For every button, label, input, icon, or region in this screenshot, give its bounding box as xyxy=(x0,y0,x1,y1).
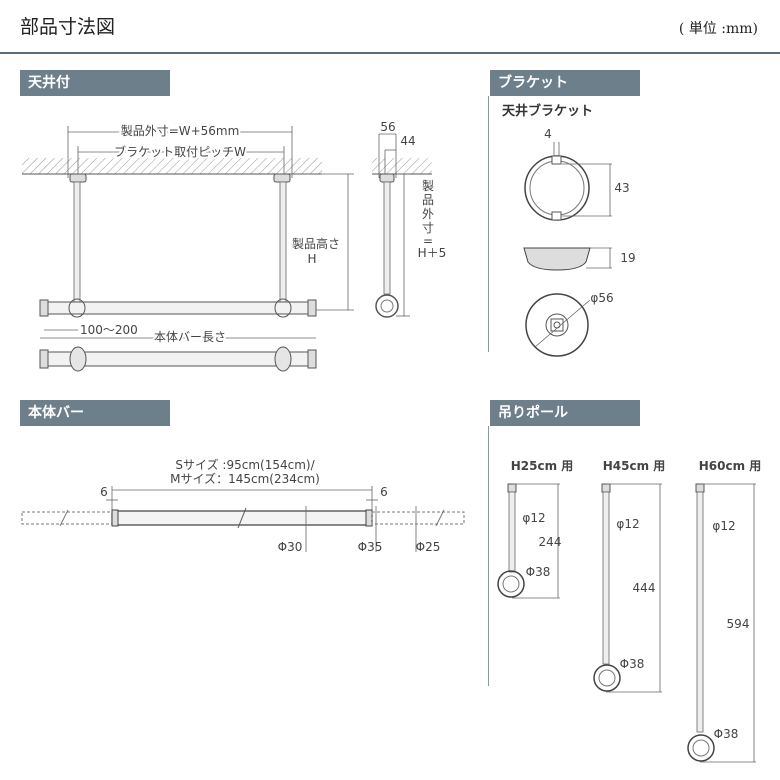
bracket-drawings: 4 43 19 φ56 xyxy=(523,127,636,357)
bar-d25: Φ25 xyxy=(416,540,441,554)
pole-h25-len: 244 xyxy=(539,535,562,549)
pitch-label: ブラケット取付ピッチW xyxy=(114,144,246,159)
pole-h25: H25cm 用 φ12 244 Φ38 xyxy=(497,459,574,599)
bar-size-s: Sサイズ :95cm(154cm)/ xyxy=(175,457,315,472)
side-vertical-3: 外 xyxy=(422,207,434,221)
bracket-dim-43: 43 xyxy=(614,181,629,195)
pole-h60-shaft: φ12 xyxy=(712,519,735,533)
pole-h25-title: H25cm 用 xyxy=(511,459,574,473)
pole-h45-title: H45cm 用 xyxy=(603,459,666,473)
height-label-1: 製品高さ xyxy=(292,236,340,251)
pole-h60-ring: Φ38 xyxy=(714,727,739,741)
page-header: 部品寸法図 ( 単位 :mm) xyxy=(0,0,780,54)
side-vertical-1: 製 xyxy=(422,179,434,193)
bracket-subtitle: 天井ブラケット xyxy=(502,104,594,119)
side-vertical-4: 寸 xyxy=(422,221,434,235)
side-56-label: 56 xyxy=(380,120,395,134)
overhang-label: 100～200 xyxy=(80,323,138,337)
ceiling-side-view: 56 44 製 品 外 寸 = H＋5 xyxy=(372,120,447,318)
unit-label: ( 単位 :mm) xyxy=(678,21,758,37)
section-pole: 吊りポール xyxy=(490,400,640,426)
pole-h45-shaft: φ12 xyxy=(616,517,639,531)
ceiling-front-view: 製品外寸=W+56mm ブラケット取付ピッチW 製品高さ H 100～200 本… xyxy=(22,122,354,372)
pole-h60-len: 594 xyxy=(727,617,750,631)
bar-d35: Φ35 xyxy=(358,540,383,554)
bar-end-left: 6 xyxy=(100,485,108,499)
bracket-dim-56: φ56 xyxy=(590,291,613,305)
page-title: 部品寸法図 xyxy=(20,16,116,38)
side-44-label: 44 xyxy=(400,134,415,148)
outer-width-label: 製品外寸=W+56mm xyxy=(121,124,240,138)
bar-d30: Φ30 xyxy=(278,540,303,554)
side-h5-label: H＋5 xyxy=(418,246,447,260)
side-vertical-5: = xyxy=(423,234,433,248)
side-vertical-2: 品 xyxy=(422,193,434,207)
pole-h60-title: H60cm 用 xyxy=(699,459,762,473)
pole-h45: H45cm 用 φ12 444 Φ38 xyxy=(593,459,666,693)
ceiling-hatch xyxy=(22,158,322,174)
pole-h60: H60cm 用 φ12 594 Φ38 xyxy=(687,459,762,763)
height-label-2: H xyxy=(307,252,316,266)
bracket-dim-4: 4 xyxy=(544,127,552,141)
bracket-dim-19: 19 xyxy=(620,251,635,265)
section-bracket: ブラケット xyxy=(490,70,640,96)
pole-h25-shaft: φ12 xyxy=(522,511,545,525)
pole-divider xyxy=(488,426,489,686)
bar-drawing: Sサイズ :95cm(154cm)/ Mサイズ：145cm(234cm) 6 6… xyxy=(21,457,465,554)
pole-h25-ring: Φ38 xyxy=(526,565,551,579)
pole-h45-ring: Φ38 xyxy=(620,657,645,671)
bar-length-label: 本体バー長さ xyxy=(154,330,226,344)
bar-end-right: 6 xyxy=(380,485,388,499)
section-ceiling: 天井付 xyxy=(20,70,170,96)
header-rule xyxy=(0,52,780,54)
bracket-divider xyxy=(488,96,489,352)
pole-h45-len: 444 xyxy=(633,581,656,595)
bar-size-m: Mサイズ：145cm(234cm) xyxy=(170,471,320,486)
section-bar: 本体バー xyxy=(20,400,170,426)
